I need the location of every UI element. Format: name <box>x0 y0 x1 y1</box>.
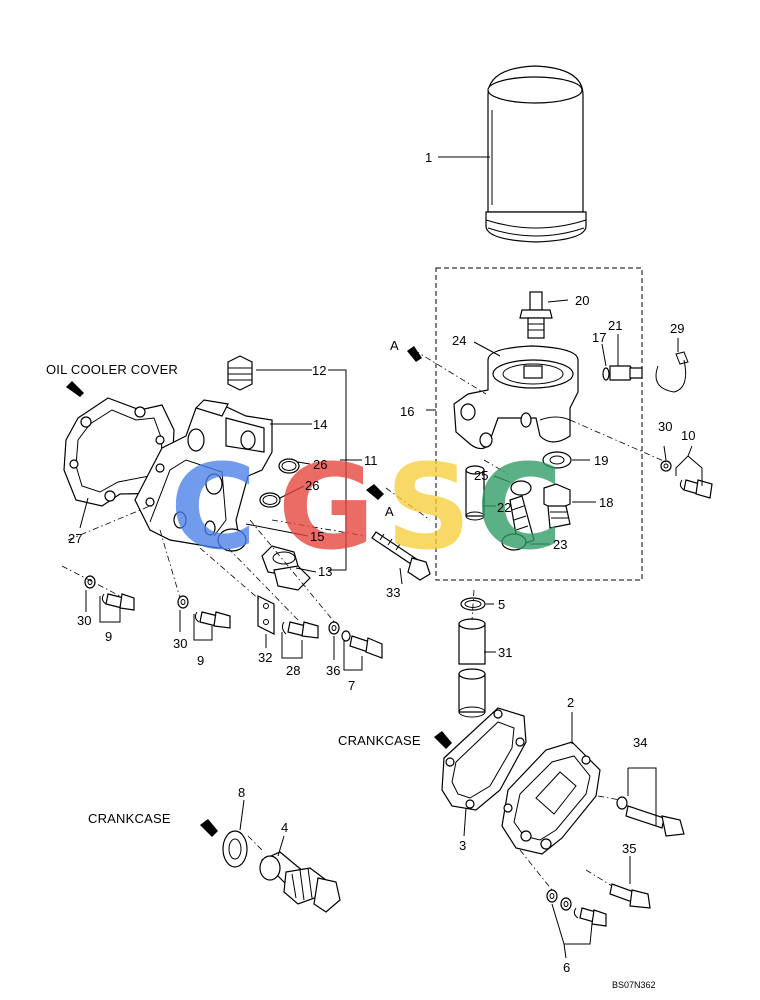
oil-filter-cartridge <box>485 65 587 243</box>
watermark-logo: C G S C <box>170 438 563 576</box>
wire-clip <box>655 359 687 393</box>
part-label: 30 <box>77 613 91 628</box>
oil-cooler-cover <box>134 399 273 552</box>
part-label: 31 <box>498 645 512 660</box>
caption-crankcase: CRANKCASE <box>88 811 171 826</box>
part-label: 7 <box>348 678 355 693</box>
part-label: 32 <box>258 650 272 665</box>
watermark-letter: G <box>278 438 375 576</box>
part-label: 29 <box>670 321 684 336</box>
bushing <box>465 465 532 521</box>
bracket-32 <box>257 595 275 635</box>
part-label: 8 <box>238 785 245 800</box>
direction-arrow-icon <box>366 484 384 500</box>
part-label: 12 <box>312 363 326 378</box>
drawing-code: BS07N362 <box>612 980 656 990</box>
watermark-letter: C <box>170 438 257 576</box>
part-label: 30 <box>658 419 672 434</box>
part-label: 23 <box>553 537 567 552</box>
direction-arrow-icon <box>200 819 218 837</box>
part-label: 22 <box>497 500 511 515</box>
oil-pressure-sensor <box>259 851 341 913</box>
part-labels: 1 2 3 4 5 6 7 8 9 9 10 11 12 13 14 15 16… <box>68 150 695 975</box>
view-label-a: A <box>385 504 394 519</box>
part-label: 24 <box>452 333 466 348</box>
part-label: 25 <box>474 468 488 483</box>
part-label: 28 <box>286 663 300 678</box>
part-label: 34 <box>633 735 647 750</box>
watermark-letter: S <box>386 438 471 576</box>
pump-cover <box>501 741 601 855</box>
bolt-set-7 <box>328 621 383 659</box>
watermark-letter: C <box>476 438 563 576</box>
part-label: 2 <box>567 695 574 710</box>
part-label: 14 <box>313 417 327 432</box>
part-label: 36 <box>326 663 340 678</box>
hose <box>458 618 486 718</box>
caption-oil-cooler-cover: OIL COOLER COVER <box>46 362 178 377</box>
direction-arrow-icon <box>407 346 422 362</box>
part-label: 10 <box>681 428 695 443</box>
part-label: 18 <box>599 495 613 510</box>
part-label: 1 <box>425 150 432 165</box>
part-label: 27 <box>68 531 82 546</box>
part-label: 6 <box>563 960 570 975</box>
bolt-set-9a <box>84 575 135 611</box>
part-label: 17 <box>592 330 606 345</box>
part-label: 9 <box>197 653 204 668</box>
direction-arrow-icon <box>434 731 452 749</box>
part-label: 11 <box>364 453 378 468</box>
part-label: 16 <box>400 404 414 419</box>
drain-plug <box>261 545 311 591</box>
view-label-a: A <box>390 338 399 353</box>
part-label: 15 <box>310 529 324 544</box>
bolt-set-6 <box>546 889 607 927</box>
relief-valve <box>501 495 535 551</box>
part-label: 26 <box>305 478 319 493</box>
part-label: 9 <box>105 629 112 644</box>
part-label: 4 <box>281 820 288 835</box>
leader-lines <box>79 156 703 959</box>
bolt-35 <box>609 883 651 909</box>
pressure-switch <box>602 365 643 381</box>
part-label: 35 <box>622 841 636 856</box>
hex-plug <box>543 483 571 529</box>
part-label: 3 <box>459 838 466 853</box>
bolt-set-28 <box>281 621 319 639</box>
part-label: 21 <box>608 318 622 333</box>
filter-head-assembly-box <box>435 267 643 581</box>
sealing-washer <box>222 830 248 868</box>
bolt-34 <box>616 796 685 837</box>
part-label: 13 <box>318 564 332 579</box>
bolt-set-9b <box>177 595 231 629</box>
part-label: 5 <box>498 597 505 612</box>
part-label: 20 <box>575 293 589 308</box>
direction-arrow-icon <box>66 381 84 397</box>
gasket-washer <box>542 451 572 469</box>
part-label: 19 <box>594 453 608 468</box>
part-label: 26 <box>313 457 327 472</box>
caption-crankcase: CRANKCASE <box>338 733 421 748</box>
part-label: 30 <box>173 636 187 651</box>
part-label: 33 <box>386 585 400 600</box>
long-bolt <box>371 531 431 581</box>
plug <box>227 355 253 391</box>
filter-head <box>453 345 579 450</box>
cover-gasket <box>441 707 527 811</box>
fitting <box>519 291 553 339</box>
